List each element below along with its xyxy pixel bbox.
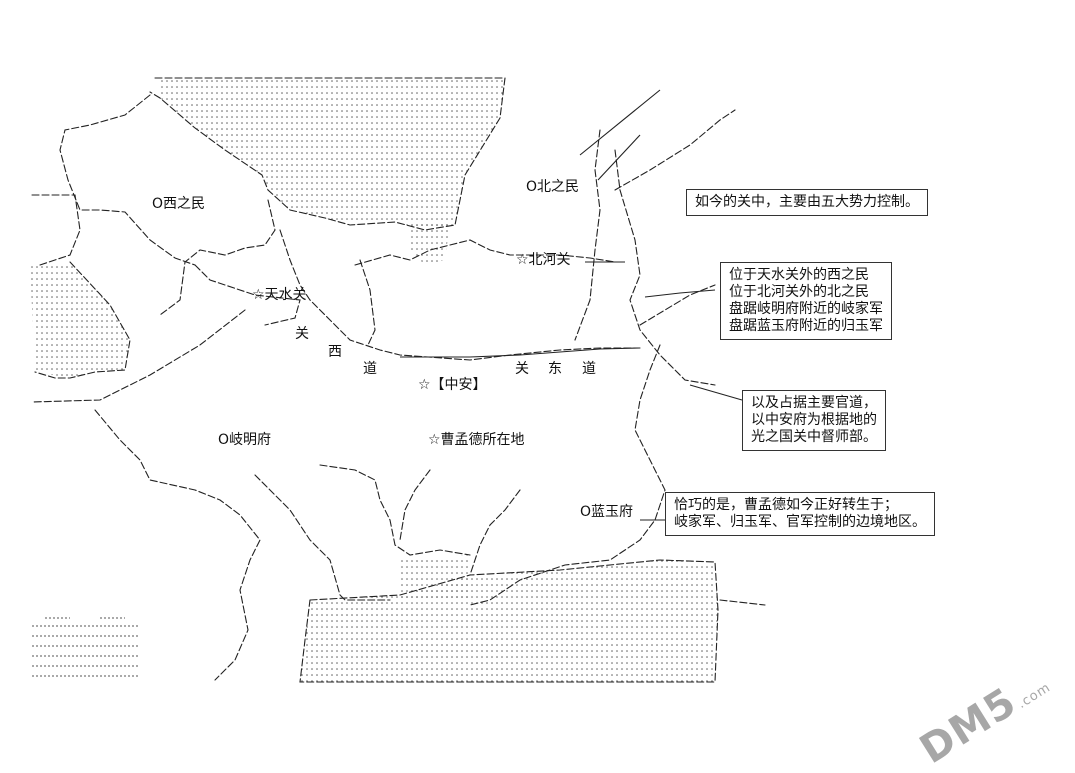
place-beizhimin: O北之民 xyxy=(526,179,580,195)
note-official-army: 以及占据主要官道， 以中安府为根据地的 光之国关中督师部。 xyxy=(742,390,886,451)
west-region-outline xyxy=(34,261,131,379)
note-line: 光之国关中督师部。 xyxy=(751,429,877,445)
north-mountain-outline xyxy=(149,77,506,231)
road-lines xyxy=(400,89,661,358)
road-label-guan-west: 关 xyxy=(295,326,309,342)
northeast-ray xyxy=(579,89,661,156)
terrain-map xyxy=(30,77,766,683)
road-label-dong: 东 xyxy=(548,361,562,377)
note-line: 恰巧的是，曹孟德如今正好转生于； xyxy=(674,497,898,513)
north-mountain-dots xyxy=(160,78,505,230)
east-hills xyxy=(639,284,716,326)
west-edge xyxy=(31,194,81,266)
place-zhongan: ☆【中安】 xyxy=(418,377,487,393)
place-qimingfu: O岐明府 xyxy=(218,432,272,448)
place-xizhimin: O西之民 xyxy=(152,196,206,212)
northeast-ray-2 xyxy=(597,134,641,181)
southwest-ridge xyxy=(94,409,261,681)
south-dots xyxy=(300,560,718,682)
center-west-spur xyxy=(359,259,376,346)
far-east-line xyxy=(719,599,766,606)
note-pointers xyxy=(640,289,743,521)
main-road xyxy=(400,347,641,358)
tianshui-ridge-b xyxy=(159,199,276,316)
center-valley-c xyxy=(469,489,521,576)
note-line: 如今的关中，主要由五大势力控制。 xyxy=(695,194,919,210)
note-line: 以中安府为根据地的 xyxy=(751,412,877,428)
note-line: 位于天水关外的西之民 xyxy=(729,267,869,283)
road-label-guan-east: 关 xyxy=(515,361,529,377)
place-lanyufu: O蓝玉府 xyxy=(580,504,634,520)
qiming-spur xyxy=(254,474,391,601)
pointer-note3 xyxy=(689,384,743,401)
road-label-xi: 西 xyxy=(328,344,342,360)
note-cao-mengde: 恰巧的是，曹孟德如今正好转生于； 岐家军、归玉军、官军控制的边境地区。 xyxy=(665,492,935,536)
west-dots xyxy=(30,262,130,378)
note-line: 盘踞岐明府附近的岐家军 xyxy=(729,301,883,317)
far-east-ridge xyxy=(614,109,736,191)
beihe-ridge xyxy=(354,239,616,266)
center-valley-a xyxy=(319,464,471,556)
note-line: 盘踞蓝玉府附近的归玉军 xyxy=(729,318,883,334)
note-five-powers: 如今的关中，主要由五大势力控制。 xyxy=(686,189,928,216)
pointer-note2 xyxy=(644,289,716,298)
legend-scribble xyxy=(32,617,140,677)
road-label-dao-west: 道 xyxy=(363,361,377,377)
east-ridge-c xyxy=(469,344,666,606)
center-valley-b xyxy=(399,469,431,541)
west-diag-road xyxy=(31,309,246,403)
road-label-dao-east: 道 xyxy=(582,361,596,377)
note-four-factions: 位于天水关外的西之民 位于北河关外的北之民 盘踞岐明府附近的岐家军 盘踞蓝玉府附… xyxy=(720,262,892,340)
note-line: 位于北河关外的北之民 xyxy=(729,284,869,300)
east-ridge-main xyxy=(574,129,601,341)
note-line: 岐家军、归玉军、官军控制的边境地区。 xyxy=(674,514,926,530)
center-north-ridge xyxy=(279,229,641,361)
southcenter-dots xyxy=(400,555,470,600)
northwest-ridge xyxy=(59,94,196,266)
note-line: 以及占据主要官道， xyxy=(751,395,877,411)
tianshui-ridge-a xyxy=(194,264,301,326)
place-tianshuiguan: ☆天水关 xyxy=(252,287,307,303)
terrain-lines xyxy=(31,77,766,683)
place-caomengde: ☆曹孟德所在地 xyxy=(428,432,525,448)
northpass-dots xyxy=(410,222,450,265)
east-ridge-b xyxy=(614,149,716,386)
place-beiheguan: ☆北河关 xyxy=(516,252,571,268)
dotted-regions xyxy=(30,78,718,682)
